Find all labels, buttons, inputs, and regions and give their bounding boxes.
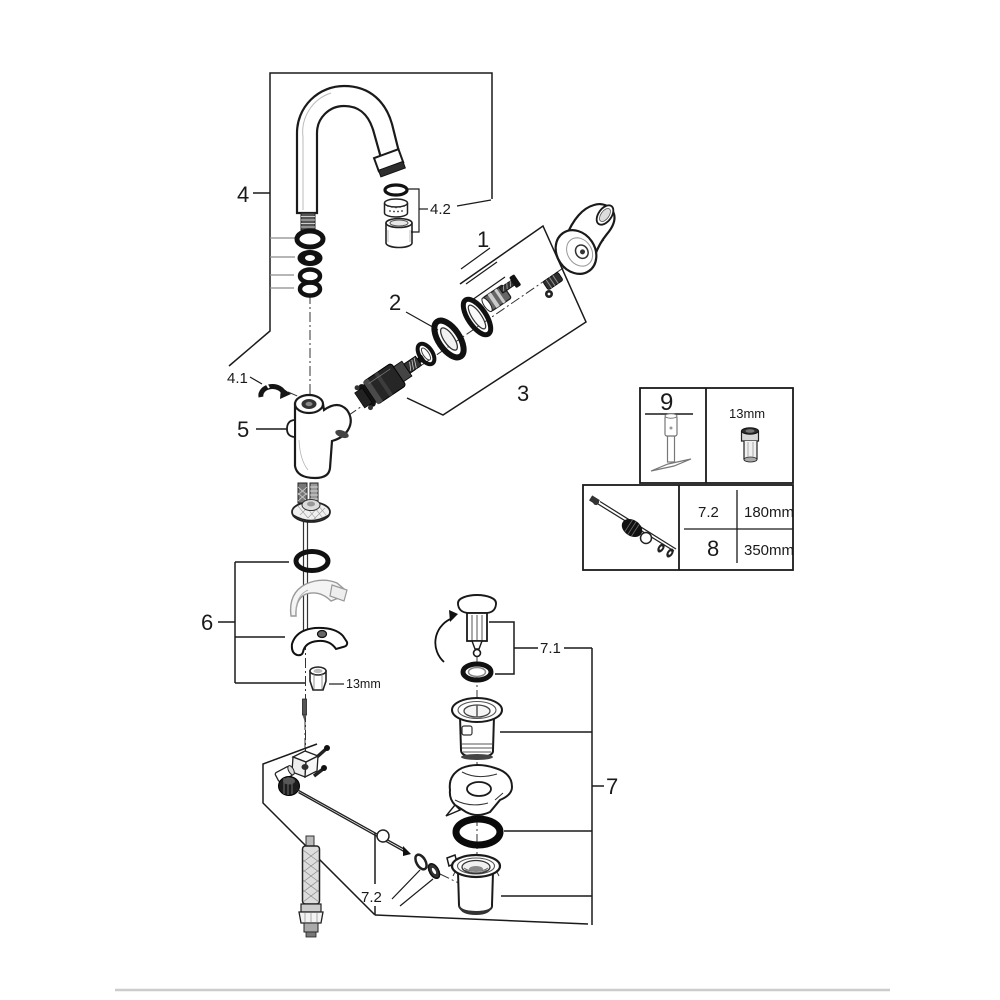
base-flange xyxy=(291,499,331,523)
popup-plug xyxy=(434,594,497,663)
socket-box xyxy=(740,427,760,463)
handle-plug xyxy=(545,290,553,298)
base-oring xyxy=(293,549,331,573)
spec-row-1-part: 7.2 xyxy=(698,504,719,521)
callout-3-label: 3 xyxy=(517,381,529,406)
spec-row-1-length: 180mm xyxy=(744,504,794,521)
horseshoe-washer xyxy=(290,626,349,657)
mounting-tool-icon xyxy=(650,413,692,472)
callout-7-bracket xyxy=(500,648,604,925)
callout-1-label: 1 xyxy=(477,227,489,252)
tool-box-9 xyxy=(639,387,794,484)
cartridge-oring xyxy=(415,341,437,367)
callout-2-label: 2 xyxy=(389,290,401,315)
retaining-clip xyxy=(249,376,291,399)
faucet-body xyxy=(256,393,352,640)
handle-tip xyxy=(595,204,615,226)
spout-tip xyxy=(372,147,406,178)
callout-9-label: 9 xyxy=(660,389,673,416)
handle-face xyxy=(554,229,598,275)
callout-4-1-label: 4.1 xyxy=(227,370,248,387)
aerator-oring xyxy=(383,183,409,197)
mounting-nut xyxy=(309,666,344,691)
handle-adapter xyxy=(481,284,512,313)
rotation-arrow-icon xyxy=(434,610,458,663)
drain-oring xyxy=(452,815,504,849)
callout-4-label: 4 xyxy=(237,182,249,207)
supply-hose xyxy=(298,835,324,938)
socket-size-label: 13mm xyxy=(729,406,765,421)
plug-oring xyxy=(460,661,494,683)
popup-rod xyxy=(295,788,411,856)
aerator-assembly xyxy=(383,183,492,249)
drain-gasket xyxy=(445,764,514,817)
lever-handle xyxy=(554,203,616,275)
callout-7-1-label: 7.1 xyxy=(540,640,561,657)
mounting-bracket xyxy=(289,579,348,617)
callout-4-2-label: 4.2 xyxy=(430,201,451,218)
callout-7-label: 7 xyxy=(606,774,618,799)
callout-5-label: 5 xyxy=(237,417,249,442)
spout-thread xyxy=(300,212,316,231)
aerator-housing xyxy=(385,217,413,249)
spout xyxy=(294,84,406,298)
spec-row-2-length: 350mm xyxy=(744,542,794,559)
nut-size-label: 13mm xyxy=(346,677,381,691)
spec-table: 7.2 180mm 8 350mm xyxy=(698,504,794,561)
escutcheon-ring xyxy=(460,296,494,338)
spec-row-2-part: 8 xyxy=(707,536,719,561)
handle-spring xyxy=(543,272,563,290)
drain-top xyxy=(451,697,503,760)
cartridge xyxy=(354,354,426,411)
spec-box: 7.2 180mm 8 350mm xyxy=(582,484,794,571)
socket-icon xyxy=(740,427,760,463)
callout-7-2-label: 7.2 xyxy=(361,889,382,906)
handle-screw xyxy=(498,274,521,294)
rod-knob xyxy=(278,776,300,796)
aerator-mesh xyxy=(383,198,409,218)
rod-linkage-block xyxy=(291,745,330,779)
rod-orings xyxy=(414,853,441,880)
mounting-pin xyxy=(302,698,307,721)
spec-rod-icon xyxy=(589,495,677,558)
drain-bottom xyxy=(446,853,502,915)
rod-plug xyxy=(274,765,295,783)
cap-ring xyxy=(431,317,467,361)
callout-4-bracket xyxy=(228,72,493,367)
callout-6-bracket xyxy=(218,561,305,684)
spout-orings xyxy=(294,228,326,298)
handle-group-outline xyxy=(405,224,587,416)
callout-7-1-bracket xyxy=(489,621,592,675)
callout-6-label: 6 xyxy=(201,610,213,635)
